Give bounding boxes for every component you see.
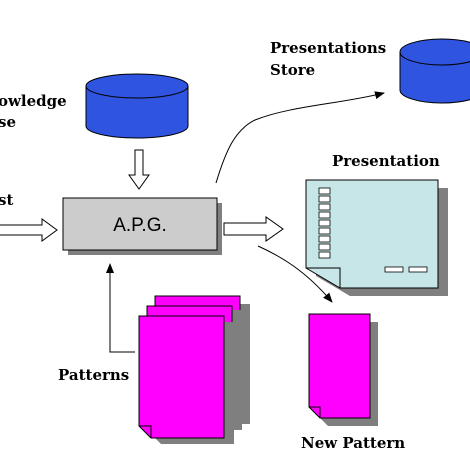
new-pattern-label: New Pattern [301, 434, 405, 452]
knowledge-base-label-line2: se [0, 113, 16, 131]
apg-to-new-pattern-arrow [257, 245, 333, 303]
patterns-to-apg-arrow [106, 263, 135, 353]
apg-label: A.P.G. [113, 215, 167, 236]
patterns-stack [138, 295, 250, 444]
presentations-store-label-line1: Presentations [270, 39, 386, 57]
request-to-apg-arrow [0, 218, 58, 242]
presentations-store-database [399, 38, 470, 104]
request-label: st [0, 191, 13, 209]
apg-box [62, 197, 218, 251]
presentation-label: Presentation [332, 152, 440, 170]
knowledge-base-label-line1: owledge [0, 92, 67, 110]
presentation-buttons [384, 266, 428, 273]
patterns-label: Patterns [58, 366, 129, 384]
new-pattern-document [308, 313, 378, 426]
apg-to-store-arrow [215, 91, 385, 184]
kb-to-apg-arrow [128, 149, 150, 190]
presentation-checklist [318, 187, 331, 259]
presentations-store-label-line2: Store [270, 61, 315, 79]
apg-to-presentation-arrow [223, 216, 284, 242]
knowledge-base-database [85, 73, 189, 139]
